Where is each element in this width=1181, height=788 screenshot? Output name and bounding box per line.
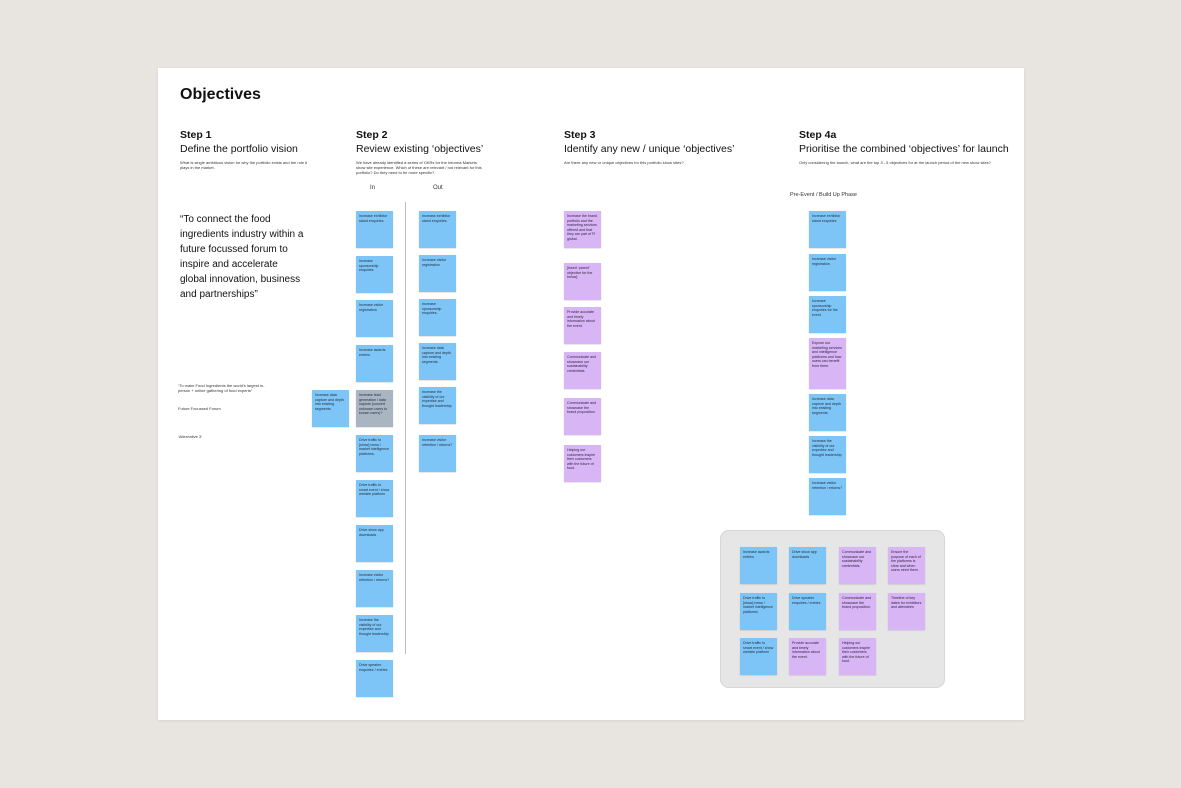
sticky-note[interactable]: Drive speaker enquiries / entries xyxy=(789,593,826,630)
step-4a-label: Step 4a xyxy=(799,129,837,141)
sticky-note[interactable]: Drive traffic to smart event / show webs… xyxy=(356,480,393,517)
sticky-note[interactable]: Increase awards entries xyxy=(740,547,777,584)
sticky-note[interactable]: Increase exhibitor stand enquiries. xyxy=(419,211,456,248)
objectives-board: Objectives Step 1 Define the portfolio v… xyxy=(158,68,1024,720)
sticky-note[interactable]: Helping our customers inspire their cust… xyxy=(839,638,876,675)
in-out-divider xyxy=(405,202,406,654)
sticky-note[interactable]: Provide accurate and timely information … xyxy=(564,307,601,344)
sticky-note[interactable]: Increase visitor retention / returns? xyxy=(419,435,456,472)
sticky-note[interactable]: Timeline of key dates for exhibitors and… xyxy=(888,593,925,630)
step-1-heading: Define the portfolio vision xyxy=(180,143,298,155)
step-3-label: Step 3 xyxy=(564,129,596,141)
sticky-note[interactable]: Drive speaker enquiries / entries xyxy=(356,660,393,697)
step-4a-heading: Prioritise the combined ‘objectives’ for… xyxy=(799,143,1009,155)
step-4a-description: Only considering the launch, what are th… xyxy=(799,160,991,165)
vision-statement: “To connect the food ingredients industr… xyxy=(180,214,304,300)
step-1-description: What is single ambitious vision for why … xyxy=(180,160,308,170)
sticky-note[interactable]: Provide accurate and timely information … xyxy=(789,638,826,675)
step-1-label: Step 1 xyxy=(180,129,212,141)
sticky-note[interactable]: Increase the visibility of our expertise… xyxy=(419,387,456,424)
step-2-label: Step 2 xyxy=(356,129,388,141)
vision-alternative-note-3: ‘Alternative 3’ xyxy=(178,434,203,439)
board-title: Objectives xyxy=(180,86,261,103)
sticky-note[interactable]: Drive show app downloads xyxy=(789,547,826,584)
sticky-note[interactable]: Increase awards entries xyxy=(356,345,393,382)
sticky-note[interactable]: Increase visitor retention / returns? xyxy=(809,478,846,515)
sticky-note[interactable]: Drive traffic to [show] news / market in… xyxy=(740,593,777,630)
phase-label: Pre-Event / Build Up Phase xyxy=(790,192,857,198)
sticky-note[interactable]: Increase exhibitor stand enquiries xyxy=(809,211,846,248)
sticky-note[interactable]: [Insert ‘parent’ objective for the below… xyxy=(564,263,601,300)
sticky-note[interactable]: Communicate and showcase the brand propo… xyxy=(564,398,601,435)
step-2-description: We have already identified a series of O… xyxy=(356,160,482,175)
sticky-note[interactable]: Increase sponsorship enquiries. xyxy=(419,299,456,336)
sticky-note[interactable]: Increase visitor registration xyxy=(356,300,393,337)
sticky-note[interactable]: Increase lead generation / data capture … xyxy=(356,390,393,427)
step-3-description: Are there any new or unique objectives f… xyxy=(564,160,684,165)
vision-alternative-note-2: Future Focussed Forum xyxy=(178,406,221,411)
vision-alternative-note: “To make Food Ingredients the world’s la… xyxy=(178,383,265,393)
sticky-note[interactable]: Increase visitor registration xyxy=(419,255,456,292)
sticky-note[interactable]: Drive traffic to smart event / show webs… xyxy=(740,638,777,675)
sticky-note[interactable]: Increase sponsorship enquiries xyxy=(356,256,393,293)
sticky-note[interactable]: Increase data capture and depth into exi… xyxy=(419,343,456,380)
column-out-label: Out xyxy=(433,185,443,191)
sticky-note[interactable]: Increase the visibility of our expertise… xyxy=(356,615,393,652)
sticky-note[interactable]: Helping our customers inspire their cust… xyxy=(564,445,601,482)
sticky-note[interactable]: Communicate and showcase our sustainabil… xyxy=(564,352,601,389)
step-2-heading: Review existing ‘objectives’ xyxy=(356,143,484,155)
sticky-note[interactable]: Drive traffic to [show] news / market in… xyxy=(356,435,393,472)
sticky-note[interactable]: Drive show app downloads xyxy=(356,525,393,562)
step-3-heading: Identify any new / unique ‘objectives’ xyxy=(564,143,735,155)
sticky-note[interactable]: Increase the visibility of our expertise… xyxy=(809,436,846,473)
sticky-note[interactable]: Communicate and showcase the brand propo… xyxy=(839,593,876,630)
sticky-note[interactable]: Communicate and showcase our sustainabil… xyxy=(839,547,876,584)
sticky-note[interactable]: Increase exhibitor stand enquiries. xyxy=(356,211,393,248)
sticky-note[interactable]: Increase the brand portfolio and the mar… xyxy=(564,211,601,248)
sticky-note[interactable]: Increase visitor registration xyxy=(809,254,846,291)
sticky-note[interactable]: Increase data capture and depth into exi… xyxy=(809,394,846,431)
column-in-label: In xyxy=(370,185,376,191)
sticky-note[interactable]: Ensure the purpose of each of the platfo… xyxy=(888,547,925,584)
sticky-note[interactable]: Increase data capture and depth into exi… xyxy=(312,390,349,427)
sticky-note[interactable]: Expose our marketing services and intell… xyxy=(809,338,846,389)
sticky-note[interactable]: Increase visitor retention / returns? xyxy=(356,570,393,607)
sticky-note[interactable]: Increase sponsorship enquiries for the e… xyxy=(809,296,846,333)
